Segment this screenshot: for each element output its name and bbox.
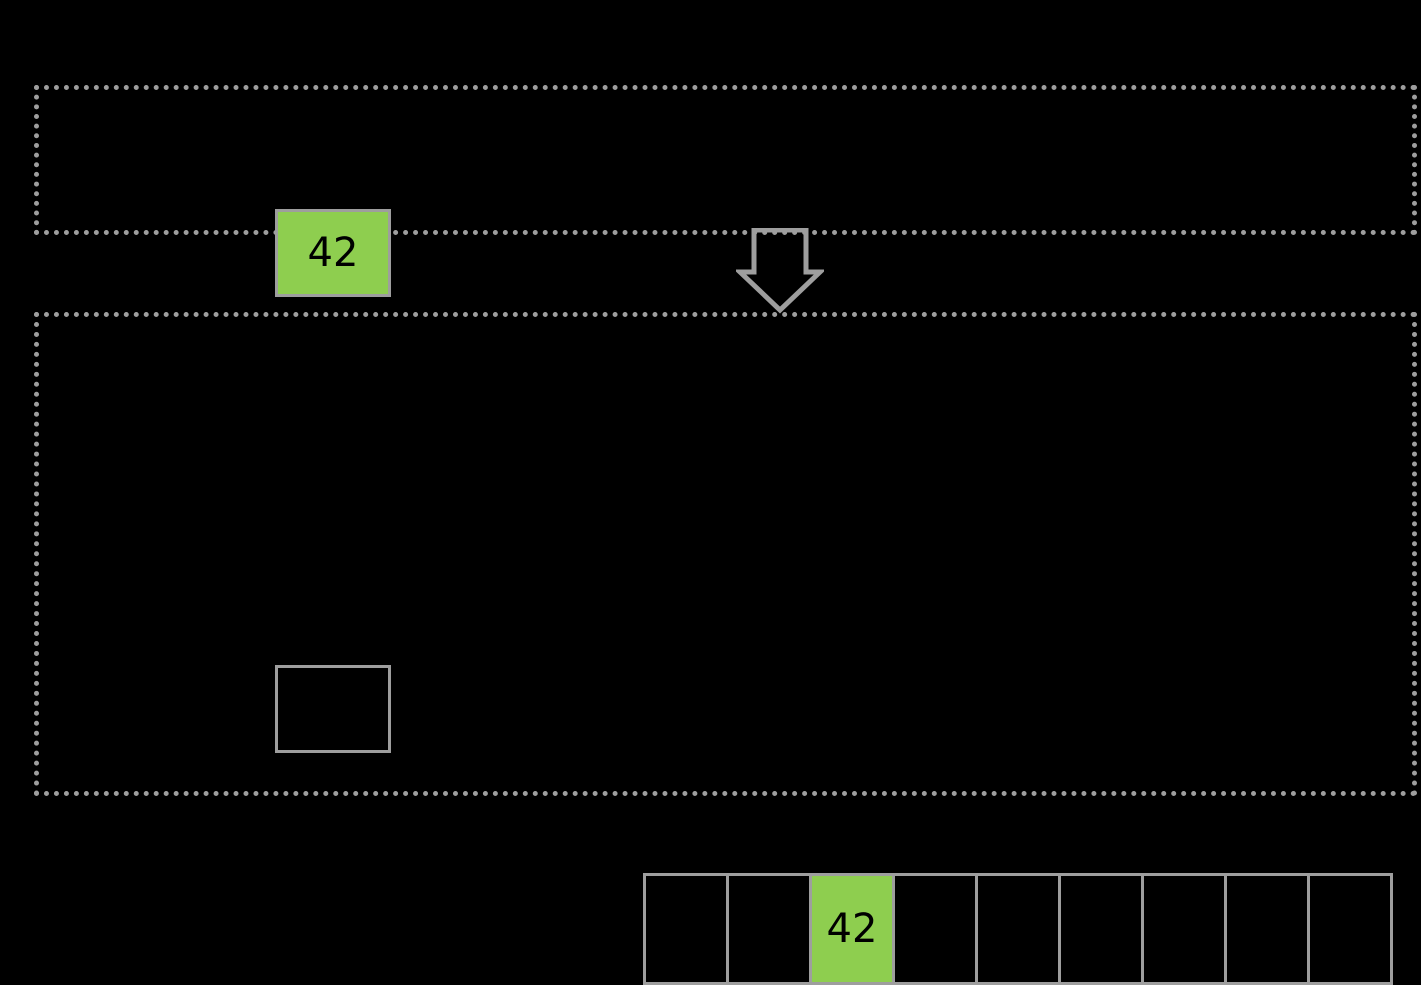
visualization-canvas: 42 42: [34, 85, 1417, 985]
source-value-box[interactable]: 42: [275, 209, 391, 297]
array-cell-0[interactable]: [643, 873, 729, 985]
before-state-panel: 42: [34, 85, 1417, 297]
emptied-source-box[interactable]: [275, 665, 391, 753]
array-cell-6[interactable]: [1141, 873, 1227, 985]
array-container: 42: [643, 873, 1393, 985]
array-cell-2[interactable]: 42: [809, 873, 895, 985]
array-cell-7[interactable]: [1224, 873, 1310, 985]
array-cell-5[interactable]: [1058, 873, 1144, 985]
array-cell-4[interactable]: [975, 873, 1061, 985]
arrow-down-outline-icon: [733, 227, 827, 314]
array-cell-8[interactable]: [1307, 873, 1393, 985]
after-state-panel: 42: [34, 312, 1417, 985]
array-cell-1[interactable]: [726, 873, 812, 985]
array-cell-3[interactable]: [892, 873, 978, 985]
